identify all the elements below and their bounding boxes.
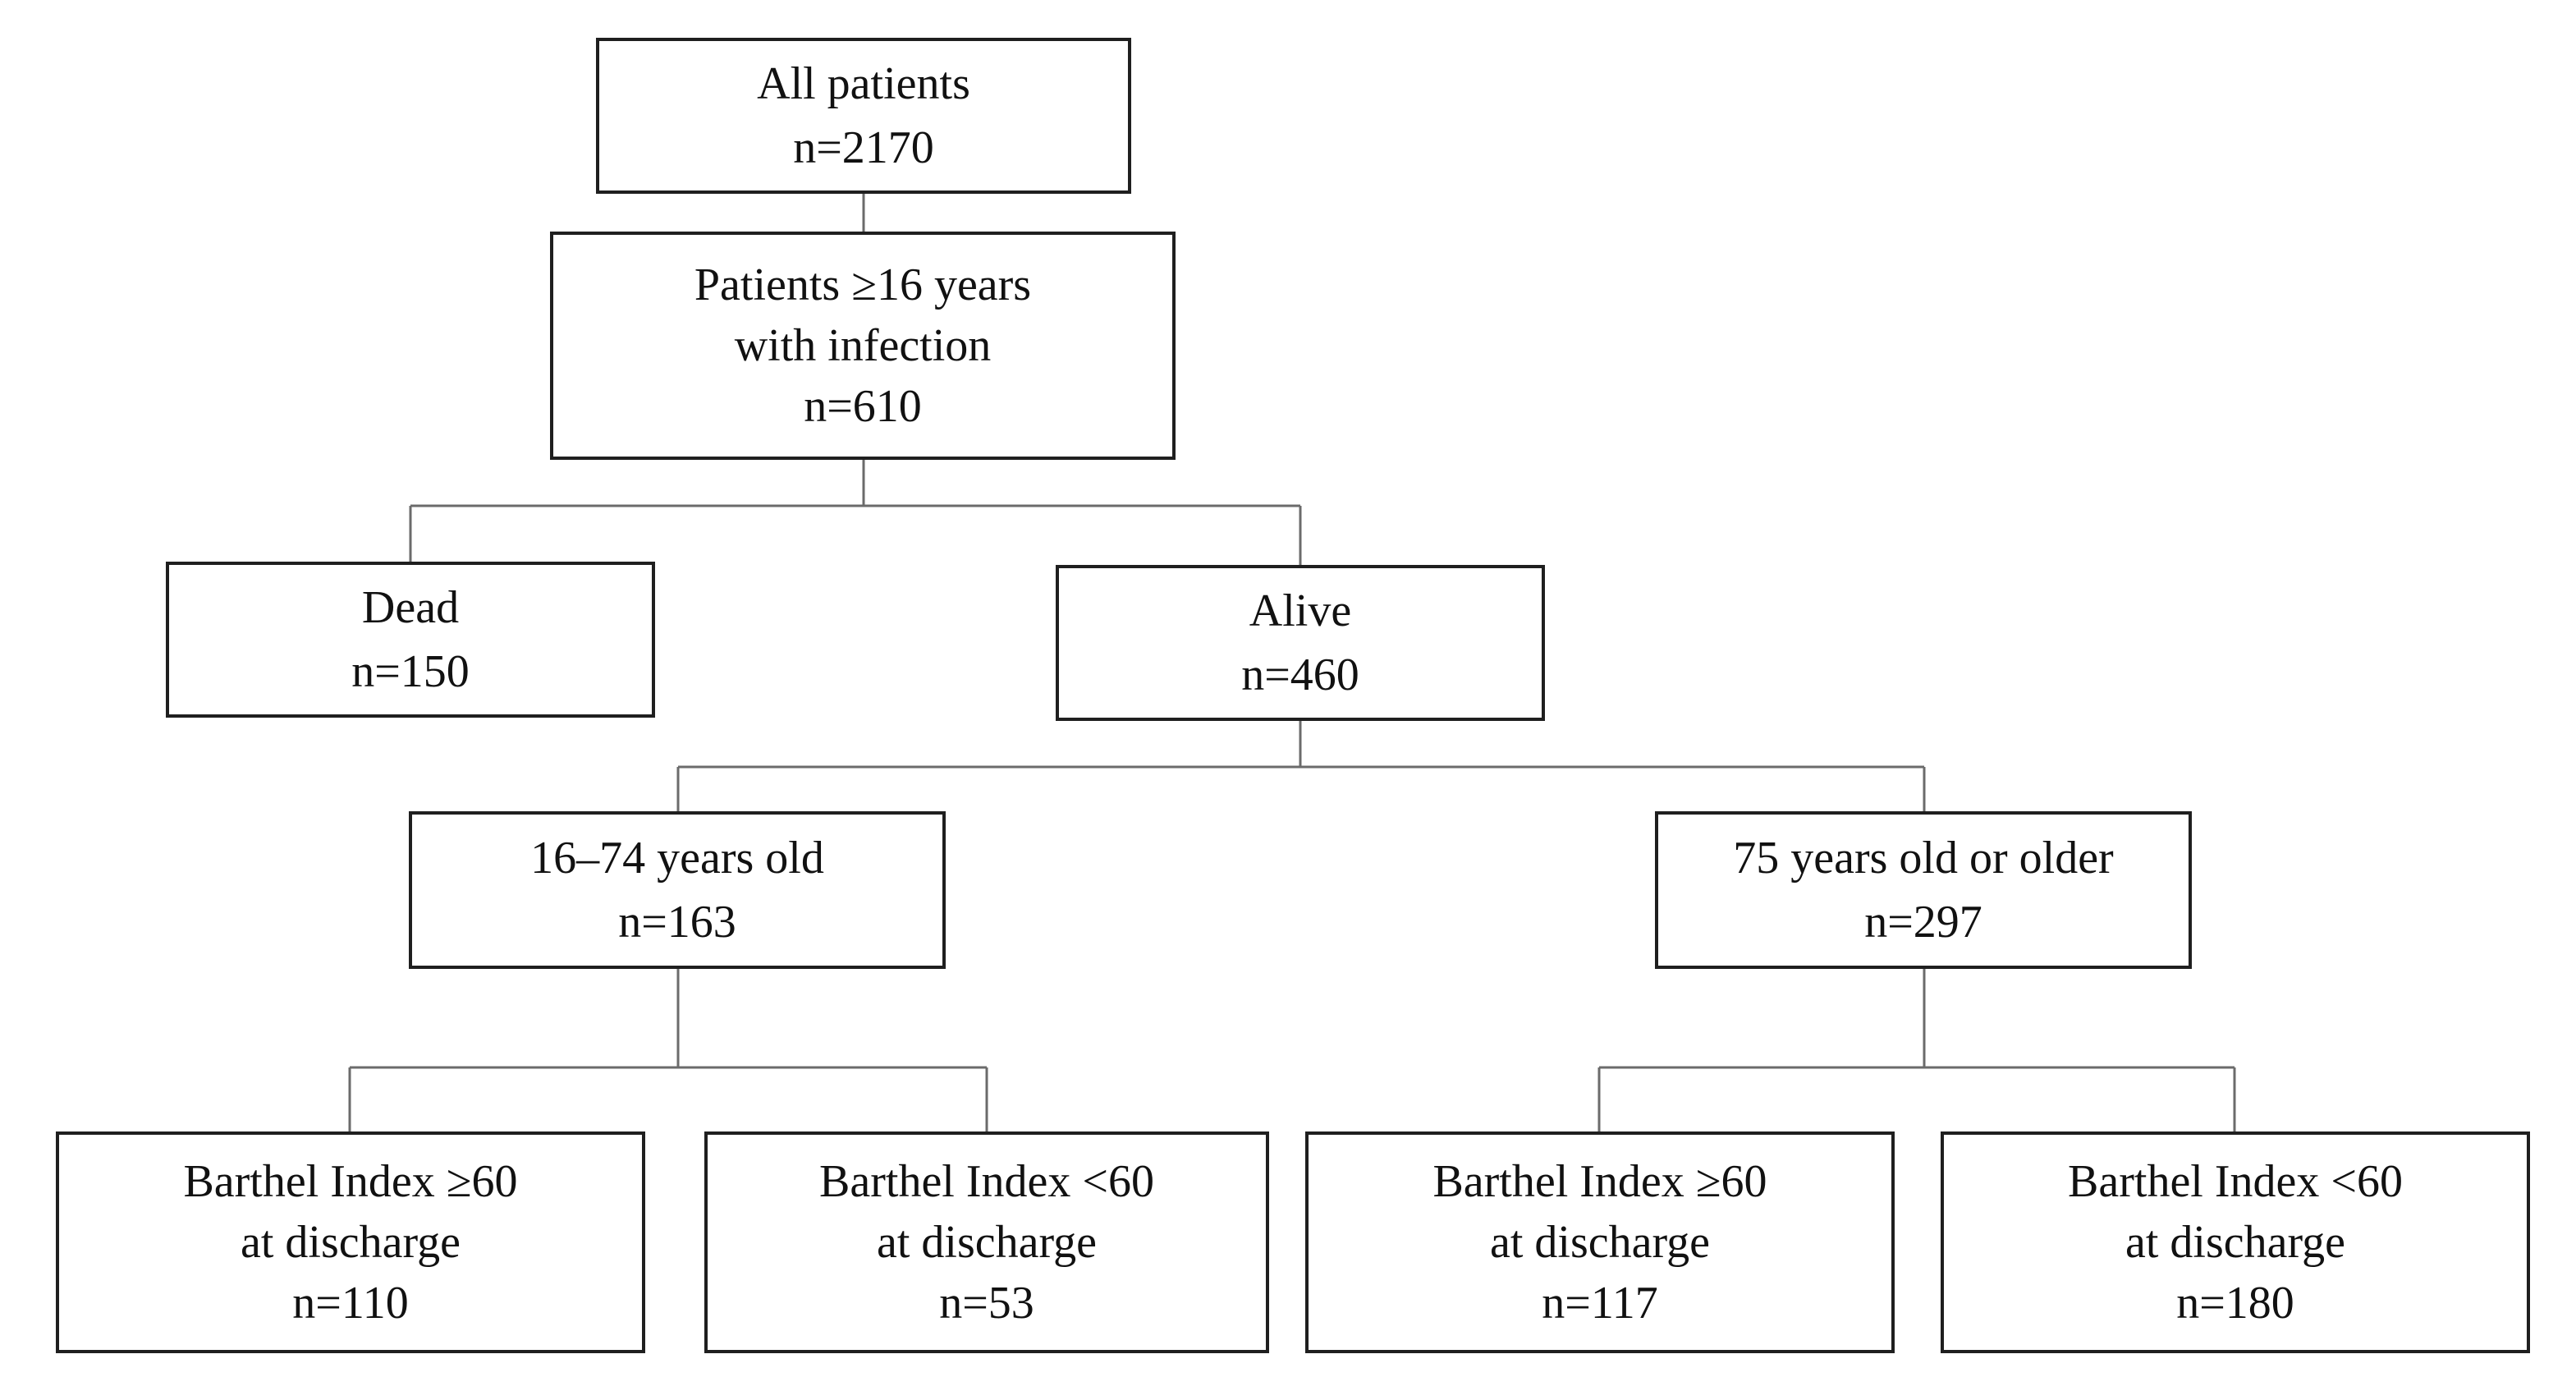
node-label-line2: with infection bbox=[734, 320, 992, 371]
node-count: n=110 bbox=[292, 1278, 409, 1329]
node-dead: Dead n=150 bbox=[166, 562, 655, 718]
node-label: Dead bbox=[361, 582, 460, 633]
node-all-patients: All patients n=2170 bbox=[596, 38, 1131, 194]
node-label: All patients bbox=[757, 58, 970, 109]
node-label-line2: at discharge bbox=[1490, 1217, 1710, 1268]
node-label-line2: at discharge bbox=[241, 1217, 461, 1268]
node-count: n=297 bbox=[1864, 897, 1982, 948]
node-old-bi-high: Barthel Index ≥60 at discharge n=117 bbox=[1305, 1131, 1895, 1353]
node-age-16-74: 16–74 years old n=163 bbox=[409, 811, 946, 969]
node-label-line1: Barthel Index <60 bbox=[2068, 1156, 2403, 1207]
node-count: n=460 bbox=[1241, 650, 1359, 700]
node-age-75-plus: 75 years old or older n=297 bbox=[1655, 811, 2192, 969]
node-count: n=53 bbox=[939, 1278, 1034, 1329]
node-infection: Patients ≥16 years with infection n=610 bbox=[550, 232, 1176, 460]
node-young-bi-low: Barthel Index <60 at discharge n=53 bbox=[704, 1131, 1269, 1353]
node-young-bi-high: Barthel Index ≥60 at discharge n=110 bbox=[56, 1131, 645, 1353]
node-label-line1: Barthel Index ≥60 bbox=[183, 1156, 518, 1207]
node-count: n=2170 bbox=[793, 122, 934, 173]
node-label: Alive bbox=[1249, 585, 1352, 636]
node-old-bi-low: Barthel Index <60 at discharge n=180 bbox=[1941, 1131, 2530, 1353]
node-label: 16–74 years old bbox=[530, 833, 824, 884]
node-label-line1: Patients ≥16 years bbox=[694, 259, 1032, 310]
node-alive: Alive n=460 bbox=[1056, 565, 1545, 721]
node-label: 75 years old or older bbox=[1733, 833, 2114, 884]
node-count: n=180 bbox=[2176, 1278, 2294, 1329]
node-count: n=610 bbox=[804, 381, 922, 432]
node-label-line1: Barthel Index ≥60 bbox=[1432, 1156, 1767, 1207]
node-count: n=117 bbox=[1542, 1278, 1658, 1329]
node-label-line2: at discharge bbox=[2125, 1217, 2345, 1268]
node-label-line2: at discharge bbox=[877, 1217, 1097, 1268]
node-label-line1: Barthel Index <60 bbox=[819, 1156, 1154, 1207]
node-count: n=150 bbox=[351, 646, 470, 697]
node-count: n=163 bbox=[618, 897, 736, 948]
